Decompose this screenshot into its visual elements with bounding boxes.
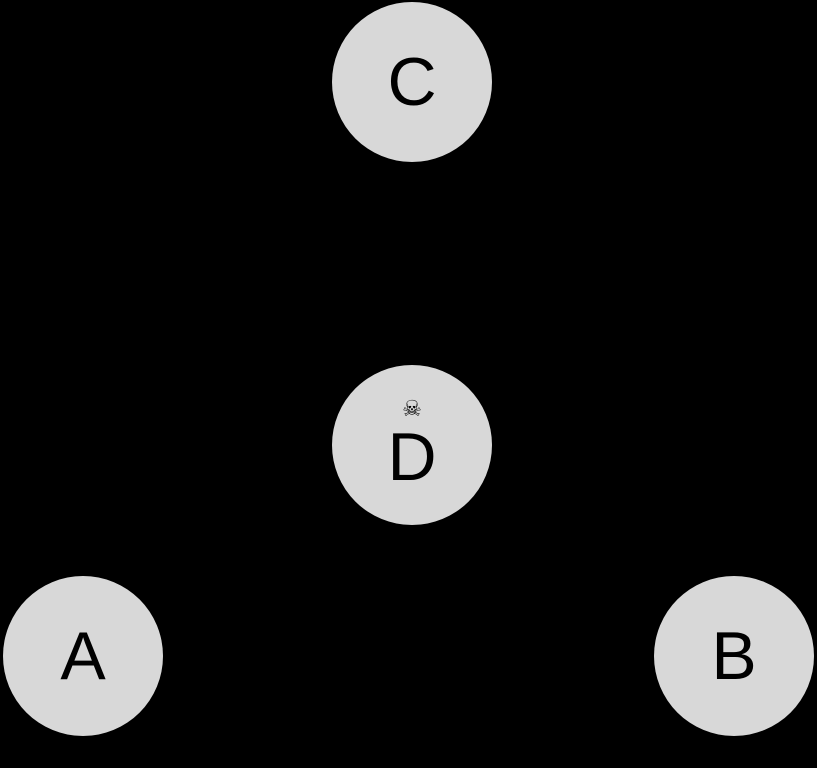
graph-node-a[interactable]: A xyxy=(3,576,163,736)
graph-node-d[interactable]: ☠ D xyxy=(332,365,492,525)
skull-and-crossbones-icon: ☠ xyxy=(402,397,422,422)
graph-node-b[interactable]: B xyxy=(654,576,814,736)
node-label-d: D xyxy=(387,419,437,495)
graph-node-c[interactable]: C xyxy=(332,2,492,162)
node-label-c: C xyxy=(387,44,437,120)
node-label-b: B xyxy=(711,618,757,694)
node-label-a: A xyxy=(60,618,106,694)
